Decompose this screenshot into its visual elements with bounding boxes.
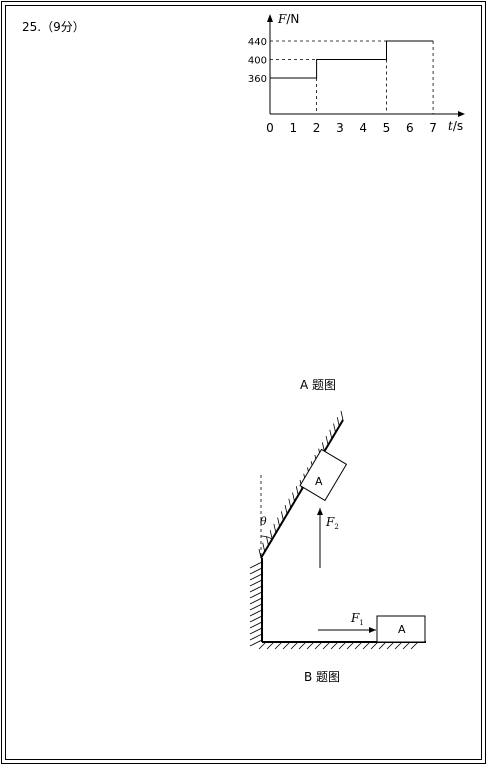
hatch-mark xyxy=(321,442,325,452)
hatch-mark xyxy=(362,641,371,650)
x-tick-label: 0 xyxy=(266,121,274,135)
x-tick-label: 2 xyxy=(313,121,321,135)
x-tick-label: 7 xyxy=(429,121,437,135)
hatch-mark xyxy=(298,641,307,650)
hatch-mark xyxy=(249,627,263,635)
hatch-mark xyxy=(295,486,299,496)
hatch-mark xyxy=(249,567,263,575)
hatch-mark xyxy=(402,641,411,650)
floor-hatching xyxy=(258,641,419,650)
x-axis-arrow xyxy=(458,111,465,117)
hatch-mark xyxy=(288,498,292,508)
hatch-mark xyxy=(249,633,263,641)
hatch-mark xyxy=(386,641,395,650)
hatch-mark xyxy=(322,641,331,650)
hatch-mark xyxy=(249,597,263,605)
hatch-mark xyxy=(249,639,263,647)
hatch-mark xyxy=(410,641,419,650)
hatch-mark xyxy=(284,505,288,515)
hatch-mark xyxy=(346,641,355,650)
wall-hatching xyxy=(249,561,263,647)
y-axis-arrow xyxy=(267,14,273,22)
hatch-mark xyxy=(258,548,262,559)
hatch-mark xyxy=(333,423,336,433)
hatch-mark xyxy=(330,641,339,650)
hatch-mark xyxy=(306,641,315,650)
x-axis-label: t/s xyxy=(448,119,463,133)
block-on-incline xyxy=(299,448,348,502)
block-label-floor: A xyxy=(398,623,406,636)
hatch-mark xyxy=(249,585,263,593)
hatch-mark xyxy=(290,641,299,650)
block-label-slope: A xyxy=(315,475,323,488)
question-number: 25.（9分） xyxy=(22,20,85,34)
hatch-mark xyxy=(249,579,263,587)
hatch-mark xyxy=(370,641,379,650)
hatch-mark xyxy=(282,641,291,650)
hatch-mark xyxy=(249,561,263,569)
hatch-mark xyxy=(249,609,263,617)
hatch-mark xyxy=(266,641,275,650)
hatch-mark xyxy=(249,573,263,581)
x-tick-label: 5 xyxy=(383,121,391,135)
hatch-mark xyxy=(269,530,273,540)
hatch-mark xyxy=(340,410,344,421)
inner-border xyxy=(5,5,482,760)
hatch-mark xyxy=(336,417,340,427)
hatch-mark xyxy=(274,641,283,650)
hatch-mark xyxy=(354,641,363,650)
y-tick-label: 360 xyxy=(248,74,267,85)
hatch-mark xyxy=(249,615,263,623)
hatch-mark xyxy=(273,523,277,533)
hatch-mark xyxy=(378,641,387,650)
x-tick-label: 6 xyxy=(406,121,414,135)
block-on-floor xyxy=(376,615,426,643)
hatch-mark xyxy=(329,429,333,439)
hatch-mark xyxy=(338,641,347,650)
hatch-mark xyxy=(258,641,267,650)
hatch-mark xyxy=(314,641,323,650)
figure-b-caption: B 题图 xyxy=(304,670,341,684)
angle-label: θ xyxy=(260,515,267,528)
y-tick-label: 440 xyxy=(248,37,267,48)
y-axis-label: F/N xyxy=(277,12,299,26)
hatch-mark xyxy=(266,536,269,546)
x-tick-label: 4 xyxy=(359,121,367,135)
hatch-mark xyxy=(249,621,263,629)
y-tick-label: 400 xyxy=(248,56,267,67)
hatch-mark xyxy=(325,436,329,446)
hatch-mark xyxy=(249,591,263,599)
hatch-mark xyxy=(280,511,284,521)
force-f1-label: F1 xyxy=(350,611,364,627)
hatch-mark xyxy=(394,641,403,650)
hatch-mark xyxy=(277,517,281,527)
hatch-mark xyxy=(262,542,266,552)
x-tick-label: 3 xyxy=(336,121,344,135)
force-series-line xyxy=(270,40,434,79)
figure-a-caption: A 题图 xyxy=(300,378,337,392)
x-tick-label: 1 xyxy=(289,121,297,135)
hatch-mark xyxy=(249,603,263,611)
force-f2-label: F2 xyxy=(325,515,339,531)
angle-arc xyxy=(260,535,273,540)
hatch-mark xyxy=(292,492,295,502)
